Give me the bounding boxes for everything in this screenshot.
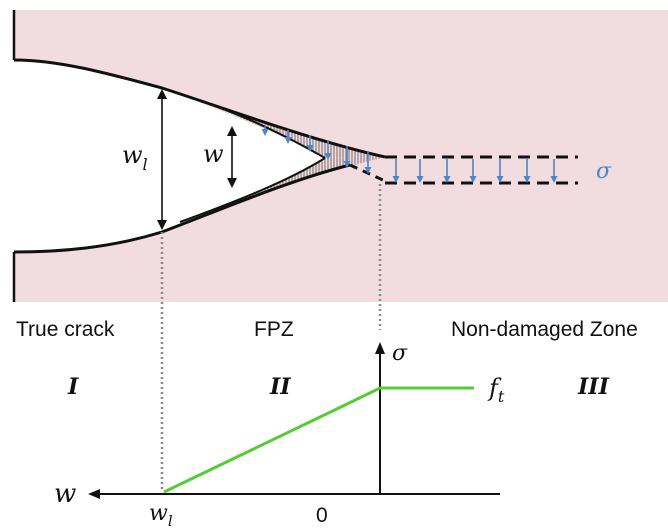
softening-curve <box>163 386 474 494</box>
region-label-ii: II <box>269 374 291 400</box>
crack-outline-top <box>13 58 386 159</box>
wl-dimension-arrow <box>157 89 167 230</box>
crack-opening <box>14 60 325 252</box>
wl-label: wl <box>122 141 148 174</box>
tick-label-zero: 0 <box>316 504 328 527</box>
region-label-iii: III <box>577 374 610 400</box>
tick-label-wl: wl <box>149 501 173 528</box>
zone-label-non-damaged: Non-damaged Zone <box>451 318 638 341</box>
ft-label: ft <box>487 374 505 406</box>
true-crack-tip-lower <box>179 157 326 223</box>
zone-label-true-crack: True crack <box>16 318 115 341</box>
stress-sigma-label: σ <box>596 159 612 184</box>
crack-outline-bottom <box>13 163 351 254</box>
graph-x-axis-label: w <box>54 479 76 509</box>
cohesive-stress-arrows <box>261 126 558 183</box>
zone-label-fpz: FPZ <box>254 318 294 341</box>
y-axis-arrowhead <box>375 342 385 354</box>
x-axis-arrowhead <box>88 489 100 499</box>
w-label: w <box>203 140 224 168</box>
region-label-i: I <box>67 374 79 400</box>
graph-y-axis-label: σ <box>392 341 408 366</box>
w-dimension-arrow <box>227 126 237 188</box>
